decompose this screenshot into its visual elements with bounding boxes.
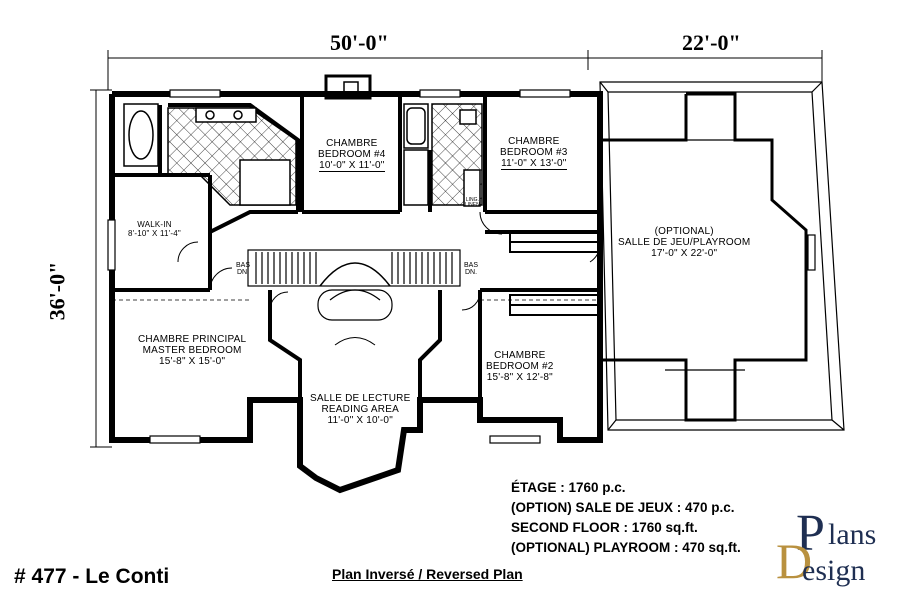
logo-d: D <box>776 533 813 589</box>
bas-label: BAS <box>236 262 251 269</box>
walkin-size: 8'-10" X 11'-4" <box>128 229 181 238</box>
dimension-width-garage: 22'-0" <box>682 30 741 55</box>
doors <box>177 211 601 346</box>
logo-p: P <box>796 505 825 562</box>
stair-label-right: BAS DN. <box>464 262 478 276</box>
stair-label-left: BAS DN. <box>236 262 250 276</box>
exterior-walls <box>109 91 603 494</box>
master-en-label: MASTER BEDROOM <box>142 345 242 356</box>
room-walkin: WALK-IN 8'-10" X 11'-4" <box>128 220 181 238</box>
reading-size: 11'-0" X 10'-0" <box>327 415 393 426</box>
reading-en-label: READING AREA <box>321 404 399 415</box>
info-line-second-floor: SECOND FLOOR : 1760 sq.ft. <box>511 520 698 535</box>
staircase <box>247 249 461 321</box>
reading-fr-label: SALLE DE LECTURE <box>310 393 411 404</box>
bedroom4-en-label: BEDROOM #4 <box>318 149 386 160</box>
bedroom4-fr-label: CHAMBRE <box>326 138 378 149</box>
linen-en-label: LINEN <box>465 202 480 208</box>
bedroom4-size: 10'-0" X 11'-0" <box>319 160 385 172</box>
room-playroom: (OPTIONAL) SALLE DE JEU/PLAYROOM 17'-0" … <box>618 226 750 259</box>
master-fr-label: CHAMBRE PRINCIPAL <box>138 334 247 345</box>
windows <box>107 89 816 444</box>
master-size: 15'-8" X 15'-0" <box>159 356 226 367</box>
playroom-label: SALLE DE JEU/PLAYROOM <box>618 237 751 248</box>
room-master: CHAMBRE PRINCIPAL MASTER BEDROOM 15'-8" … <box>138 334 246 367</box>
info-line-option: (OPTION) SALE DE JEUX : 470 p.c. <box>511 500 735 515</box>
reversed-plan-label: Plan Inversé / Reversed Plan <box>332 566 523 582</box>
room-bedroom4: CHAMBRE BEDROOM #4 10'-0" X 11'-0" <box>318 138 386 172</box>
dimension-lines <box>90 50 823 448</box>
bedroom3-en-label: BEDROOM #3 <box>500 147 568 158</box>
dn-label: DN. <box>236 269 250 276</box>
bedroom3-fr-label: CHAMBRE <box>508 136 560 147</box>
bas-label: BAS <box>464 262 479 269</box>
interior-walls <box>112 96 600 420</box>
bedroom2-en-label: BEDROOM #2 <box>486 361 554 372</box>
closets <box>509 231 599 316</box>
playroom-optional-label: (OPTIONAL) <box>654 226 714 237</box>
bath-two <box>403 103 483 207</box>
logo-esign: esign <box>802 554 866 587</box>
plan-number: # 477 - Le Conti <box>14 565 170 588</box>
info-line-optional: (OPTIONAL) PLAYROOM : 470 sq.ft. <box>511 540 741 555</box>
playroom-roof <box>599 81 845 431</box>
bedroom2-size: 15'-8" X 12'-8" <box>486 372 553 383</box>
logo-lans: lans <box>828 518 877 551</box>
room-bedroom3: CHAMBRE BEDROOM #3 11'-0" X 13'-0" <box>500 136 568 170</box>
info-line-etage: ÉTAGE : 1760 p.c. <box>511 480 626 495</box>
bedroom3-size: 11'-0" X 13'-0" <box>501 158 567 170</box>
room-bedroom2: CHAMBRE BEDROOM #2 15'-8" X 12'-8" <box>486 350 554 383</box>
linen-label: LING. LINEN <box>465 198 480 208</box>
dn-label: DN. <box>464 269 478 276</box>
area-info: ÉTAGE : 1760 p.c. (OPTION) SALE DE JEUX … <box>511 478 741 558</box>
dimension-depth: 36'-0" <box>44 261 70 321</box>
master-ensuite <box>123 103 297 206</box>
dimension-width-main: 50'-0" <box>330 30 389 55</box>
room-reading: SALLE DE LECTURE READING AREA 11'-0" X 1… <box>310 393 410 426</box>
ling-label: LING. <box>465 197 479 203</box>
walkin-label: WALK-IN <box>137 220 172 229</box>
plans-design-logo: P lans D esign <box>776 505 894 592</box>
playroom-size: 17'-0" X 22'-0" <box>651 248 718 259</box>
bedroom2-fr-label: CHAMBRE <box>494 350 546 361</box>
